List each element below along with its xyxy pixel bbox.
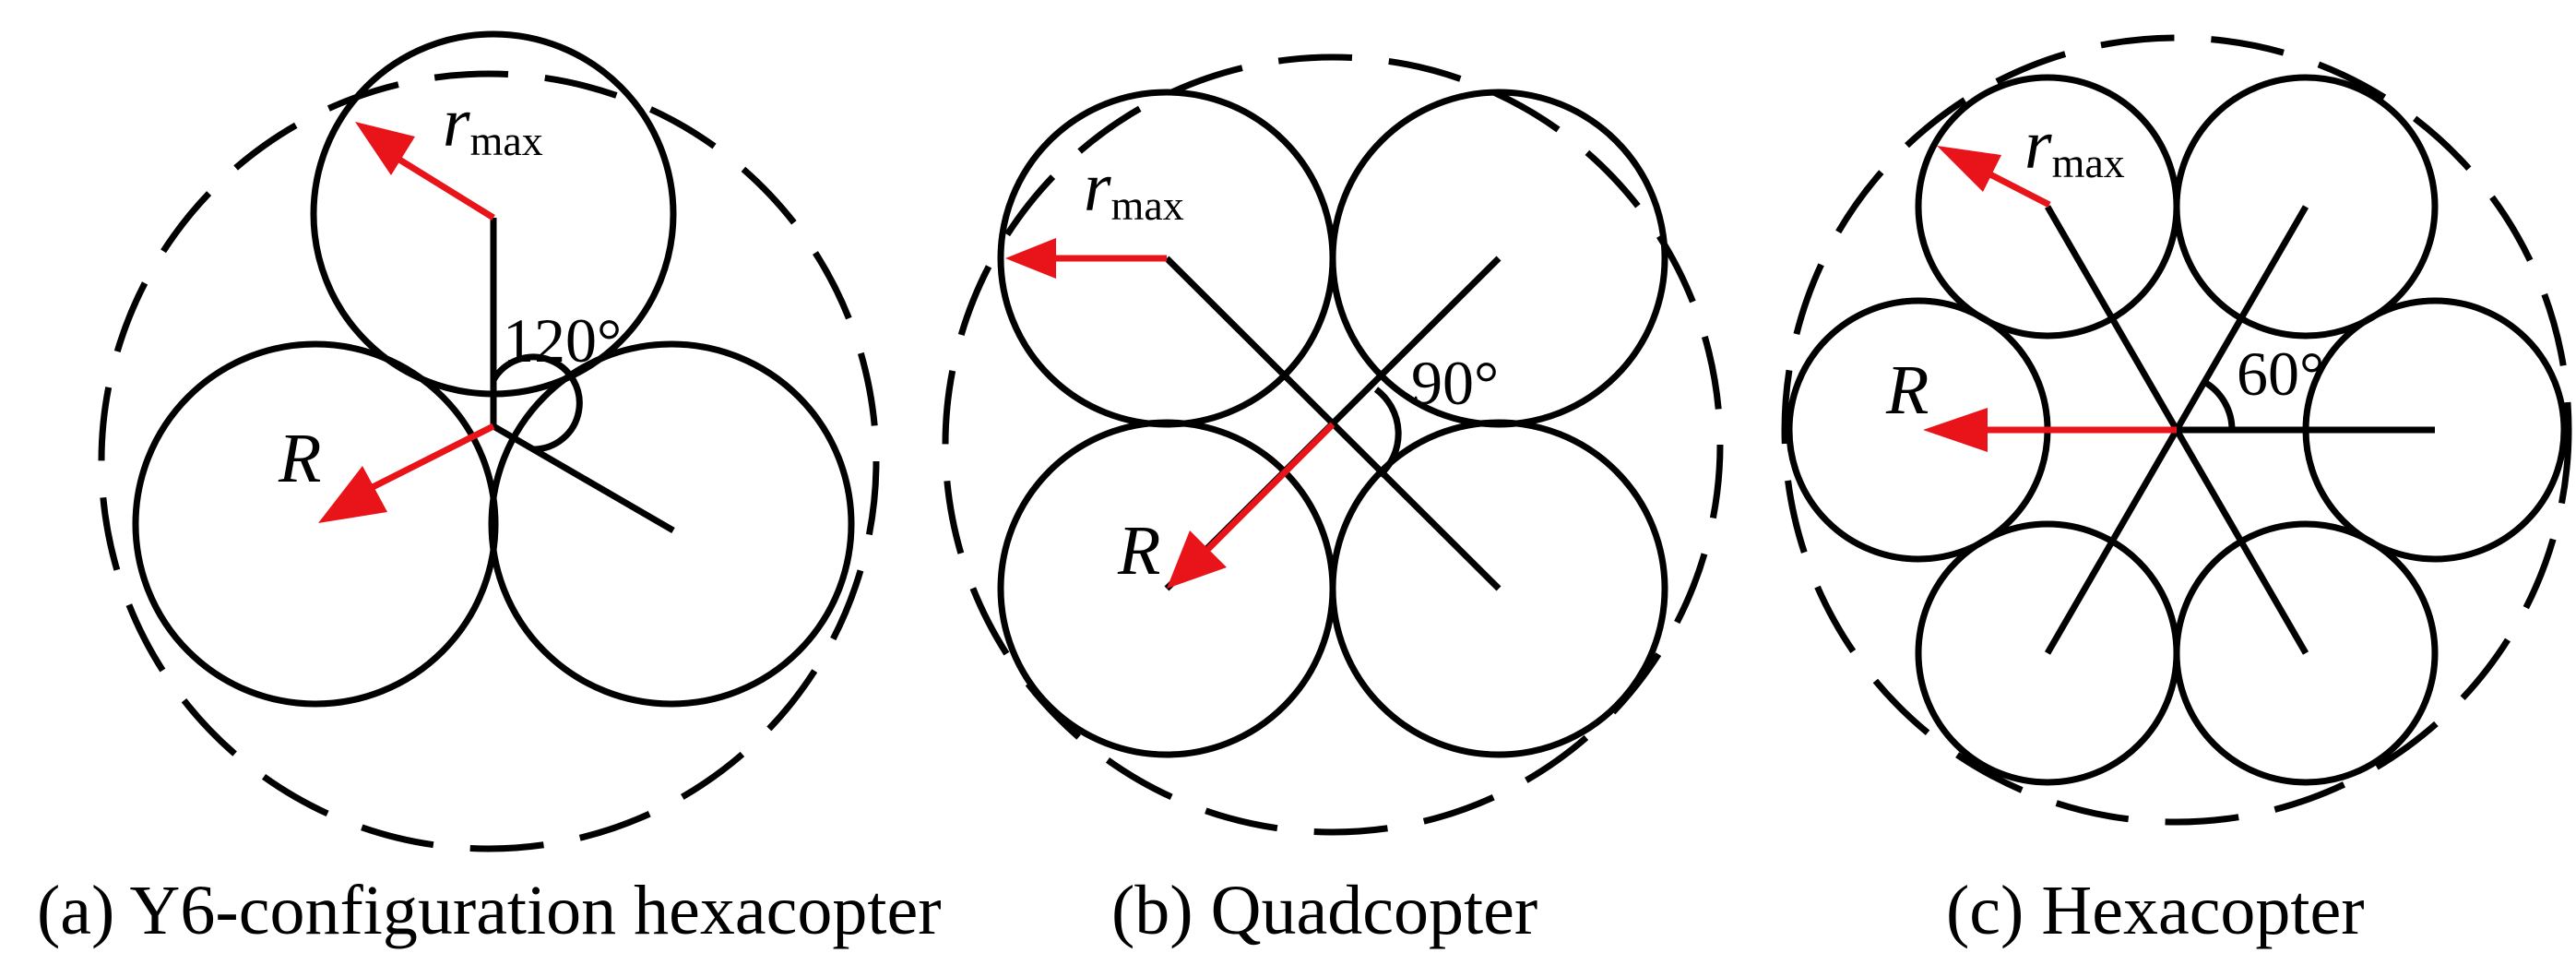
panel-c-rotor-top-right [2173, 74, 2439, 340]
panel-a-R-arrowhead [318, 466, 387, 523]
panel-b-angle-label: 90° [1411, 348, 1499, 418]
panel-a-rmax-arrowhead [355, 122, 415, 175]
panel-b-quadcopter: 90° rmax R [942, 54, 1724, 836]
panel-b-R-vector [1205, 422, 1335, 552]
panel-c-caption: (c) Hexacopter [1946, 872, 2365, 949]
panel-a-rmax-label: rmax [443, 84, 543, 164]
panel-a-rotor-left [132, 340, 499, 708]
panel-a-rmax-vector [390, 152, 495, 220]
panel-b-angle-arc [1373, 387, 1402, 478]
panel-b-rmax-arrowhead [1005, 238, 1056, 279]
panel-c-R-arrowhead [1923, 408, 1988, 452]
panel-b-R-arrowhead [1167, 530, 1227, 589]
panel-c-rmax-vector [1981, 167, 2051, 208]
panel-c-R-label: R [1885, 351, 1929, 429]
panel-b-rmax-label: rmax [1084, 149, 1184, 229]
panel-a-angle-arc [490, 353, 583, 453]
panel-c-rmax-label: rmax [2024, 106, 2125, 186]
panel-c-hexacopter: 60° rmax R [1781, 34, 2572, 826]
panel-a-R-label: R [278, 420, 321, 497]
panel-b-R-label: R [1117, 512, 1160, 590]
panel-c-rmax-arrowhead [1937, 146, 2001, 192]
panel-c-angle-arc [2202, 378, 2236, 431]
panel-a-y6-hexacopter: 120° rmax R [98, 30, 880, 852]
panel-a-angle-label: 120° [503, 305, 622, 375]
panel-c-angle-label: 60° [2237, 339, 2324, 409]
panel-c-rotor-bottom-right [2173, 520, 2439, 786]
panel-b-rotor-bottom-right [1329, 419, 1668, 758]
panel-a-rotor-right [488, 340, 855, 708]
panel-a-caption: (a) Y6-configuration hexacopter [37, 872, 942, 949]
panel-b-caption: (b) Quadcopter [1111, 872, 1537, 949]
panel-a-arm-right [492, 423, 675, 534]
panel-a-outer-boundary [98, 70, 880, 852]
panel-c-outer-boundary [1781, 34, 2572, 826]
panel-a-R-vector [367, 423, 495, 493]
panel-b-outer-boundary [942, 54, 1724, 836]
